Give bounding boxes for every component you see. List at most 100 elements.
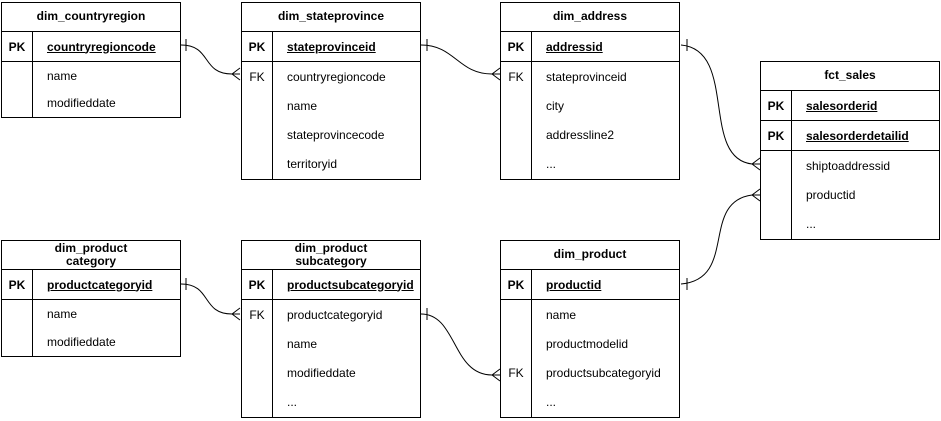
field-row[interactable]: FK stateprovinceid xyxy=(501,62,679,92)
relationship-address-fctsales[interactable] xyxy=(680,39,761,171)
field-row[interactable]: ... xyxy=(761,209,939,239)
field-row[interactable]: productid xyxy=(761,180,939,210)
relationship-stateprovince-address[interactable] xyxy=(420,39,501,81)
field-row[interactable]: productmodelid xyxy=(501,329,679,359)
field-row[interactable]: PK productcategoryid xyxy=(2,270,180,300)
field-name: productmodelid xyxy=(546,336,629,351)
many-crowfoot-icon xyxy=(231,307,241,321)
key-cell: FK xyxy=(501,358,532,388)
field-row[interactable]: FK productsubcategoryid xyxy=(501,358,679,388)
field-name: salesorderid xyxy=(806,98,878,113)
field-row[interactable]: name xyxy=(2,62,180,90)
field-row[interactable]: modifieddate xyxy=(2,328,180,356)
relationship-line xyxy=(680,194,753,285)
relationship-line xyxy=(420,313,493,376)
field-row[interactable]: ... xyxy=(501,387,679,417)
entity-dim-product[interactable]: dim_product PK productid name productmod… xyxy=(500,240,680,418)
field-row[interactable]: PK productid xyxy=(501,270,679,300)
entity-title: dim_product category xyxy=(2,241,180,270)
key-cell xyxy=(501,387,532,417)
field-name: productsubcategoryid xyxy=(546,366,661,381)
field-row[interactable]: modifieddate xyxy=(242,358,420,388)
key-cell: PK xyxy=(242,32,273,61)
entity-fct-sales[interactable]: fct_sales PK salesorderid PK salesorderd… xyxy=(760,61,940,240)
relationship-countryregion-stateprovince[interactable] xyxy=(180,39,241,81)
field-row[interactable]: FK countryregioncode xyxy=(242,62,420,92)
field-row[interactable]: PK stateprovinceid xyxy=(242,32,420,62)
field-name: productsubcategoryid xyxy=(287,277,414,292)
key-cell xyxy=(761,151,792,181)
key-cell xyxy=(501,149,532,179)
field-row[interactable]: PK addressid xyxy=(501,32,679,62)
field-name: name xyxy=(287,336,318,351)
key-cell xyxy=(242,358,273,388)
field-row[interactable]: shiptoaddressid xyxy=(761,151,939,181)
field-row[interactable]: name xyxy=(501,300,679,330)
key-cell xyxy=(761,180,792,210)
relationship-product-fctsales[interactable] xyxy=(680,188,761,290)
entity-dim-productcategory[interactable]: dim_product category PK productcategoryi… xyxy=(1,240,181,357)
entity-dim-countryregion[interactable]: dim_countryregion PK countryregioncode n… xyxy=(1,2,181,118)
key-cell xyxy=(2,89,33,117)
field-name: productcategoryid xyxy=(47,277,153,292)
field-name: name xyxy=(47,307,78,321)
field-row[interactable]: name xyxy=(242,91,420,121)
field-row[interactable]: FK productcategoryid xyxy=(242,300,420,330)
field-row[interactable]: PK salesorderdetailid xyxy=(761,121,939,151)
field-name: shiptoaddressid xyxy=(806,158,891,173)
entity-dim-address[interactable]: dim_address PK addressid FK stateprovinc… xyxy=(500,2,680,180)
many-crowfoot-icon xyxy=(751,188,761,202)
entity-title: fct_sales xyxy=(761,62,939,91)
key-cell xyxy=(501,329,532,359)
entity-title: dim_stateprovince xyxy=(242,3,420,32)
entity-title: dim_countryregion xyxy=(2,3,180,32)
field-name: addressid xyxy=(546,39,603,54)
field-name: salesorderdetailid xyxy=(806,128,909,143)
key-cell xyxy=(2,300,33,328)
field-row[interactable]: ... xyxy=(501,149,679,179)
field-name: stateprovinceid xyxy=(287,39,376,54)
field-name: countryregioncode xyxy=(47,39,156,54)
key-cell xyxy=(242,149,273,179)
field-row[interactable]: addressline2 xyxy=(501,120,679,150)
key-cell xyxy=(501,300,532,330)
field-name: modifieddate xyxy=(47,335,116,349)
field-row[interactable]: modifieddate xyxy=(2,89,180,117)
field-name: modifieddate xyxy=(47,96,116,111)
field-row[interactable]: PK productsubcategoryid xyxy=(242,270,420,300)
key-cell xyxy=(2,62,33,90)
entity-title: dim_product xyxy=(501,241,679,270)
key-cell: PK xyxy=(2,32,33,61)
field-row[interactable]: ... xyxy=(242,387,420,417)
many-crowfoot-icon xyxy=(751,157,761,171)
field-name: productid xyxy=(806,187,856,202)
field-row[interactable]: stateprovincecode xyxy=(242,120,420,150)
field-row[interactable]: name xyxy=(2,300,180,328)
key-cell xyxy=(761,209,792,239)
relationship-line xyxy=(680,44,753,165)
entity-dim-stateprovince[interactable]: dim_stateprovince PK stateprovinceid FK … xyxy=(241,2,421,180)
field-name: productcategoryid xyxy=(287,307,383,322)
key-cell xyxy=(501,120,532,150)
key-cell: PK xyxy=(242,270,273,299)
key-cell: FK xyxy=(501,62,532,92)
field-row[interactable]: city xyxy=(501,91,679,121)
key-cell: PK xyxy=(501,32,532,61)
field-row[interactable]: PK countryregioncode xyxy=(2,32,180,62)
many-crowfoot-icon xyxy=(491,368,501,382)
relationship-productcategory-productsubcategory[interactable] xyxy=(180,278,241,321)
relationship-line xyxy=(180,44,233,75)
key-cell xyxy=(242,387,273,417)
key-cell xyxy=(242,91,273,121)
field-name: stateprovinceid xyxy=(546,69,627,84)
field-row[interactable]: PK salesorderid xyxy=(761,91,939,121)
field-row[interactable]: territoryid xyxy=(242,149,420,179)
relationship-productsubcategory-product[interactable] xyxy=(420,308,501,382)
field-name: ... xyxy=(806,217,817,232)
key-cell xyxy=(242,120,273,150)
key-cell xyxy=(501,91,532,121)
field-row[interactable]: name xyxy=(242,329,420,359)
entity-dim-productsubcategory[interactable]: dim_product subcategory PK productsubcat… xyxy=(241,240,421,418)
